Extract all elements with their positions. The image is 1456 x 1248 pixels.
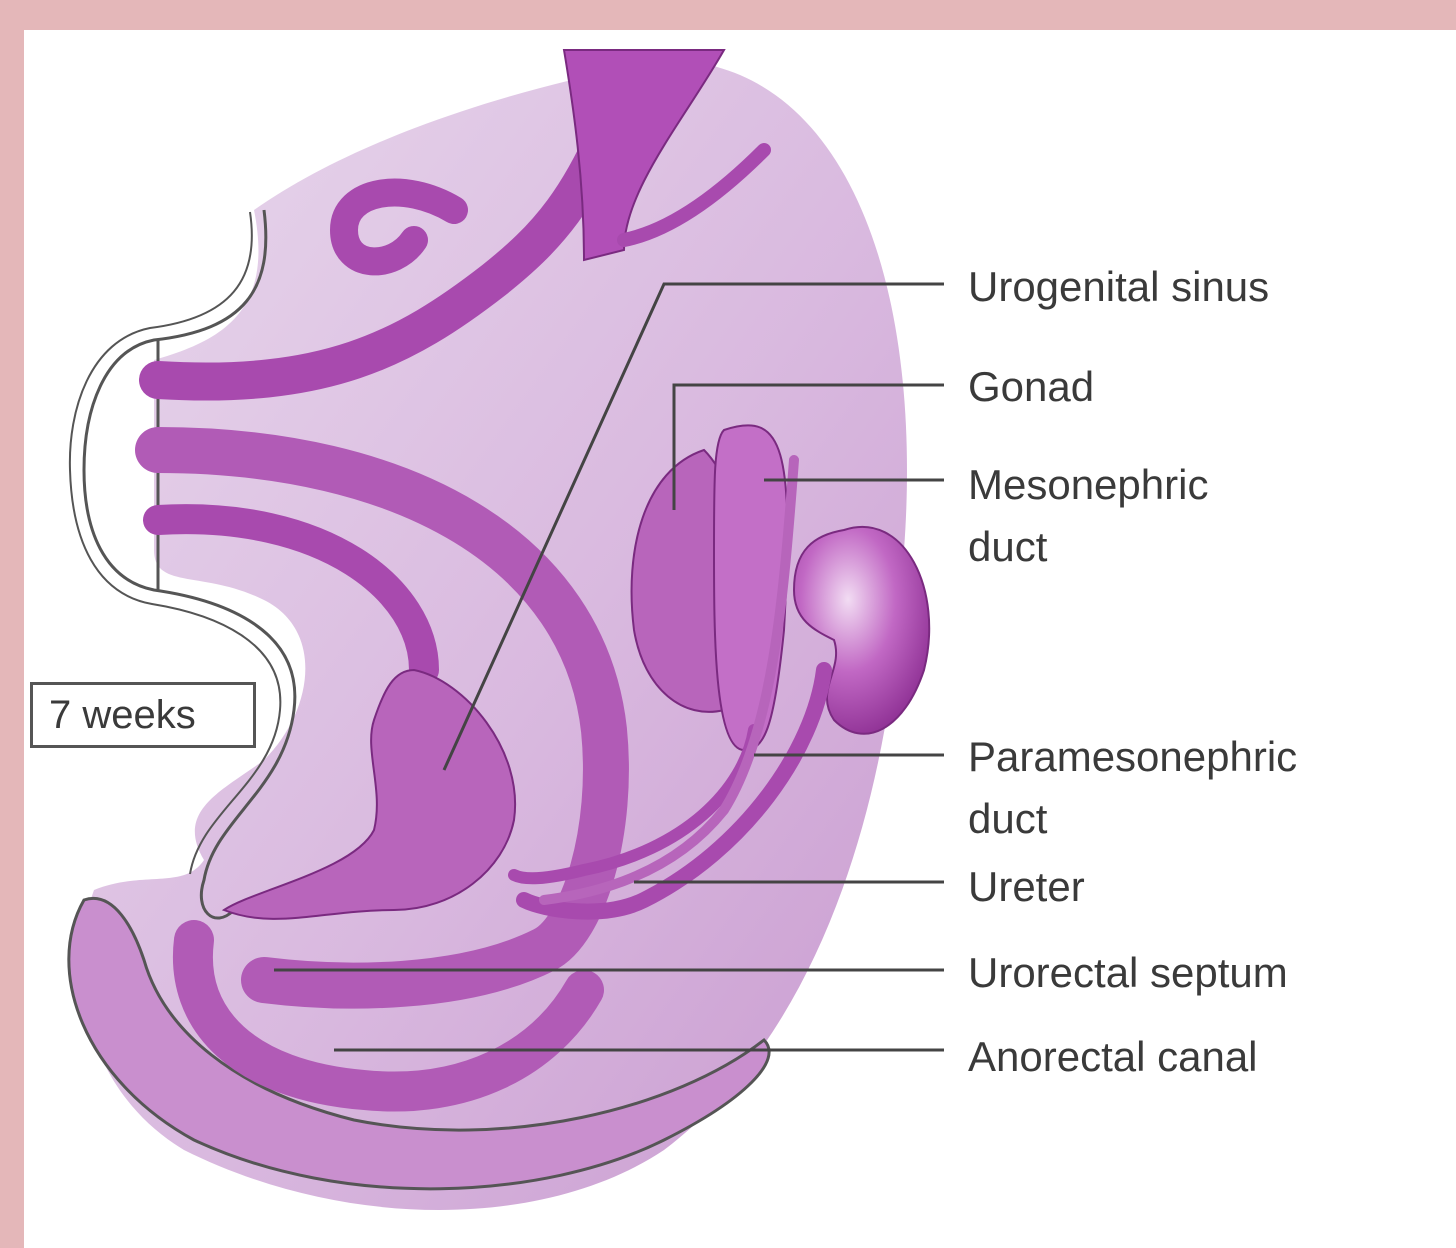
- label-ureter: Ureter: [968, 856, 1085, 918]
- label-mesonephric-duct: Mesonephric duct: [968, 454, 1208, 578]
- diagram-canvas: 7 weeks Urogenital sinus Gonad Mesonephr…: [24, 30, 1456, 1248]
- label-gonad: Gonad: [968, 356, 1094, 418]
- stage-label: 7 weeks: [49, 693, 196, 737]
- label-anorectal-canal: Anorectal canal: [968, 1026, 1258, 1088]
- stage-label-box: 7 weeks: [30, 682, 256, 748]
- label-paramesonephric-duct: Paramesonephric duct: [968, 726, 1297, 850]
- label-urogenital-sinus: Urogenital sinus: [968, 256, 1269, 318]
- label-urorectal-septum: Urorectal septum: [968, 942, 1288, 1004]
